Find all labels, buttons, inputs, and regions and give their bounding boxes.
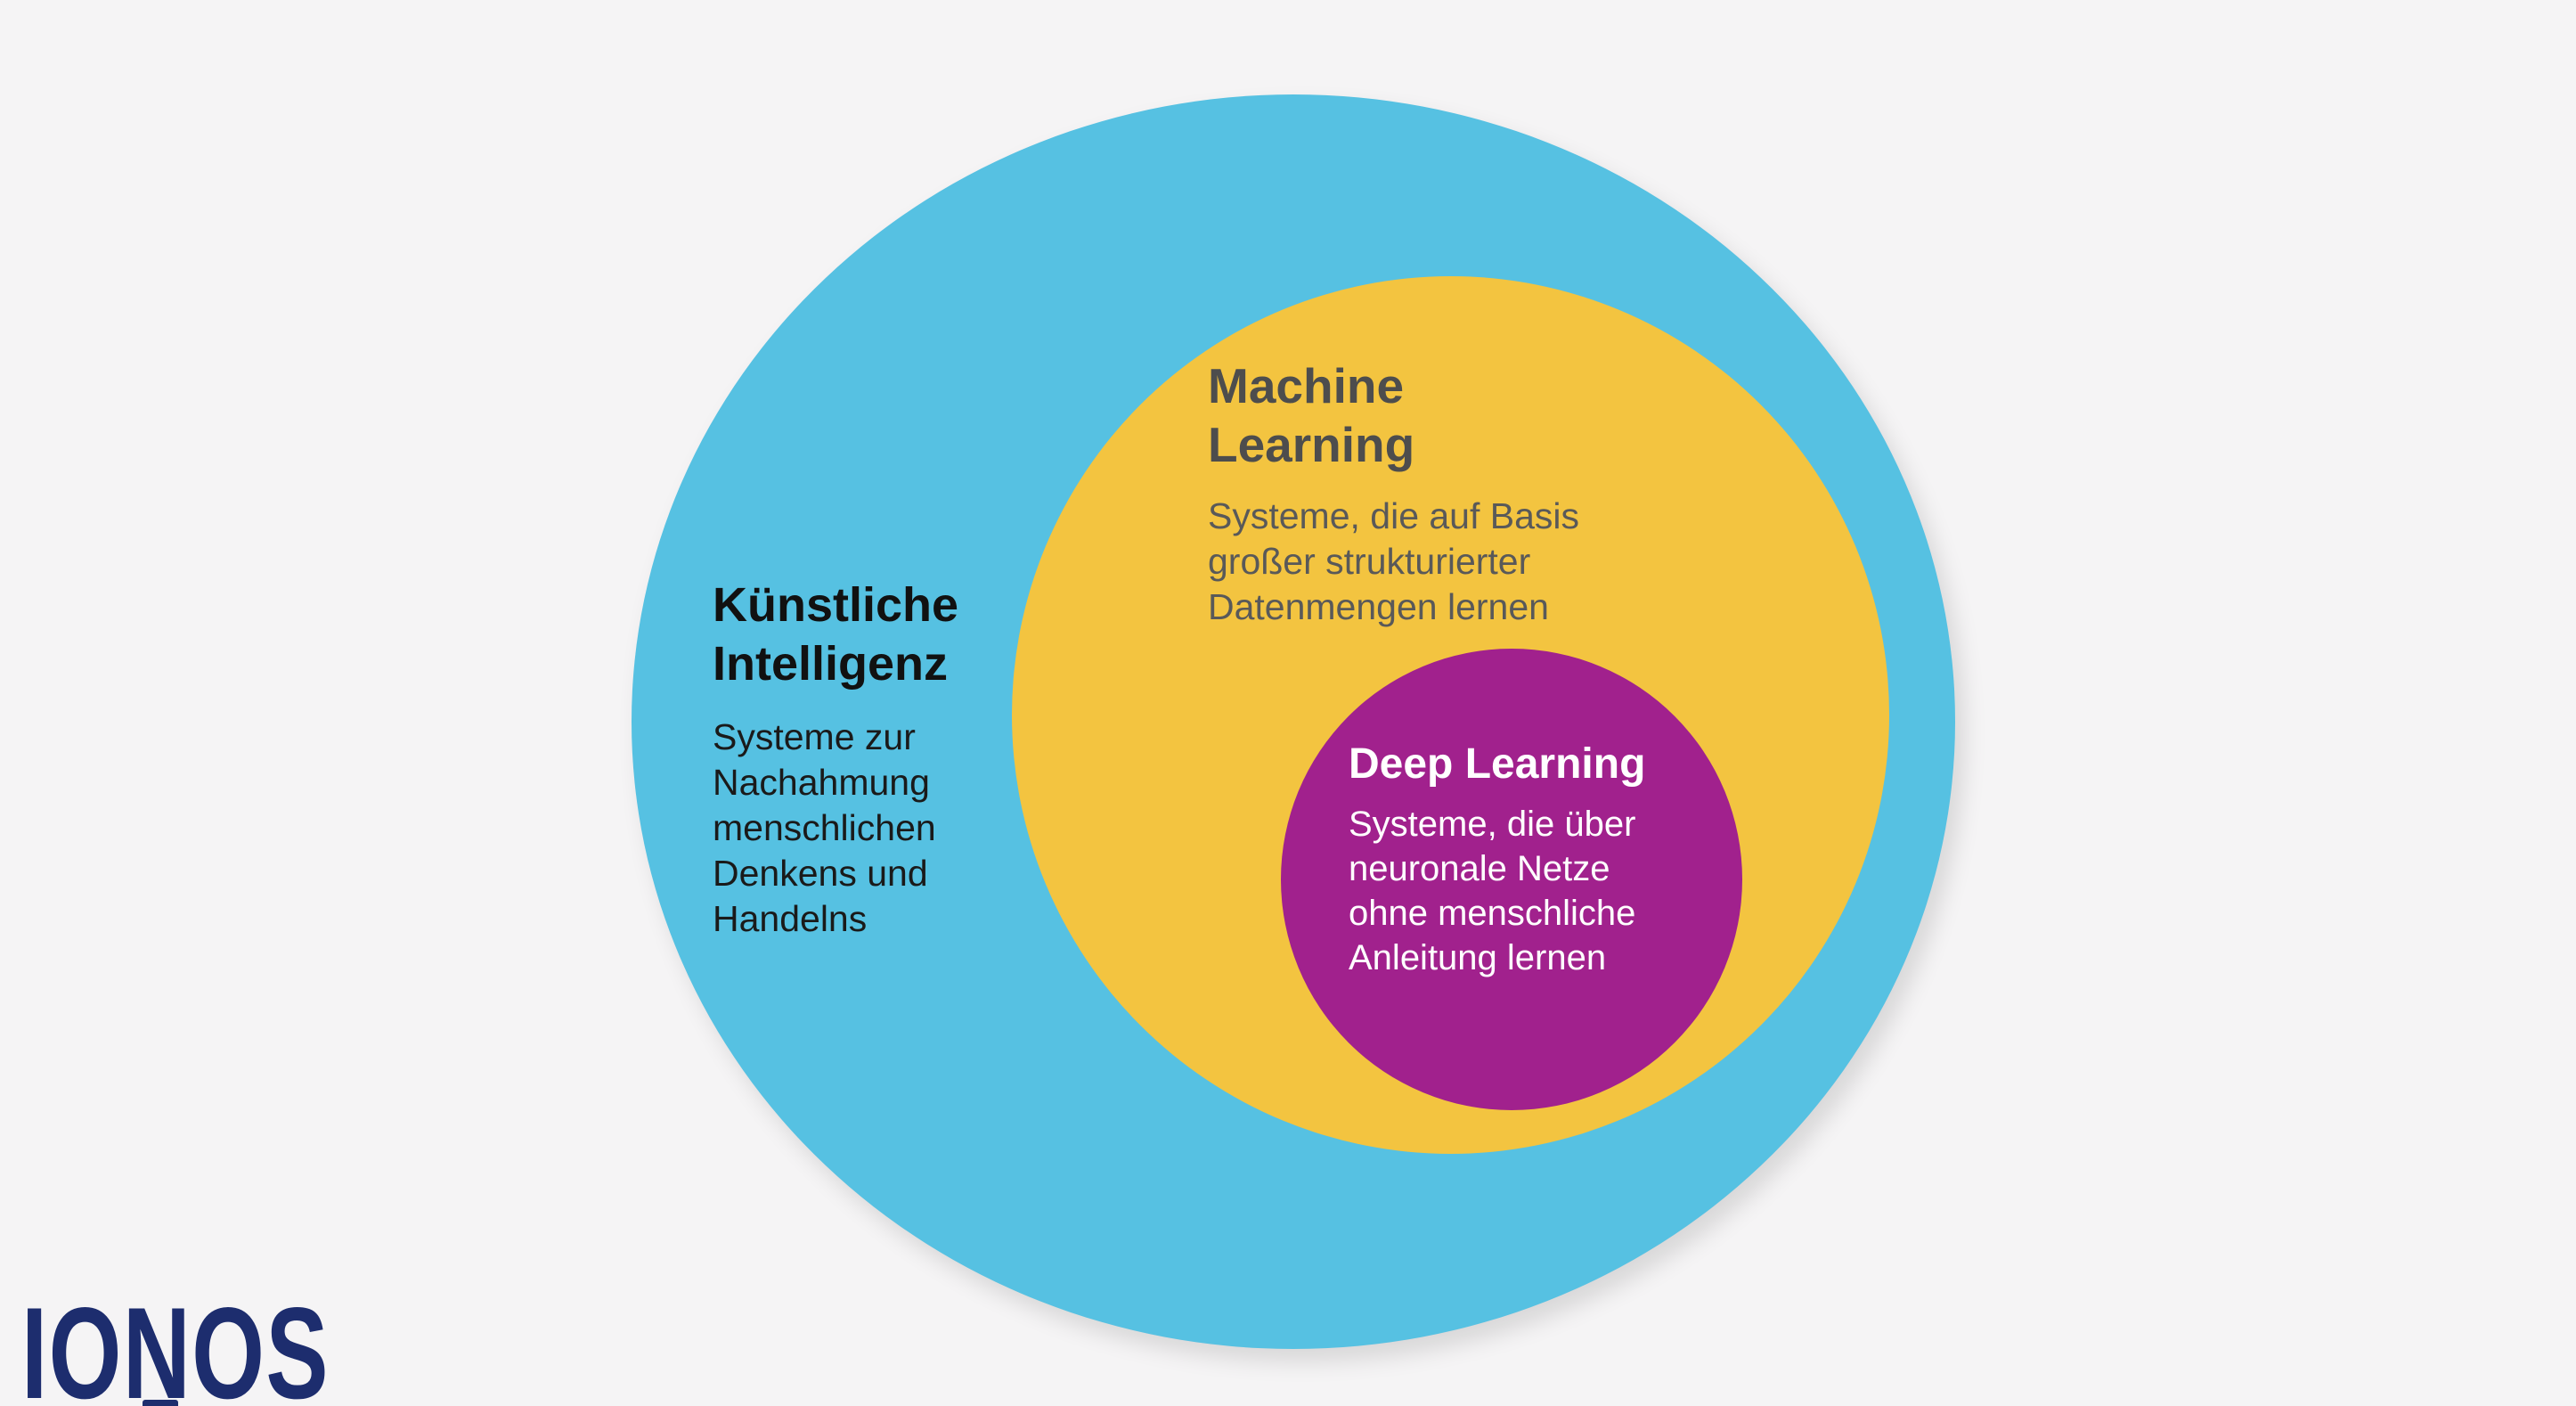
ionos-logo: IONOS <box>21 1280 330 1406</box>
machine-learning-label-group: Machine Learning Systeme, die auf Basis … <box>1208 356 1653 630</box>
machine-learning-title: Machine Learning <box>1208 358 1415 472</box>
ai-description: Systeme zur Nachahmung menschlichen Denk… <box>713 716 936 939</box>
ai-title: Künstliche Intelligenz <box>713 578 959 691</box>
machine-learning-description: Systeme, die auf Basis großer strukturie… <box>1208 495 1580 627</box>
deep-learning-label-group: Deep Learning Systeme, die über neuronal… <box>1349 738 1705 980</box>
deep-learning-description: Systeme, die über neuronale Netze ohne m… <box>1349 805 1636 977</box>
deep-learning-title: Deep Learning <box>1349 740 1646 788</box>
deep-learning-circle <box>1281 649 1742 1110</box>
logo-partial-cutoff <box>143 1400 178 1406</box>
ai-label-group: Künstliche Intelligenz Systeme zur Nacha… <box>713 576 1033 942</box>
